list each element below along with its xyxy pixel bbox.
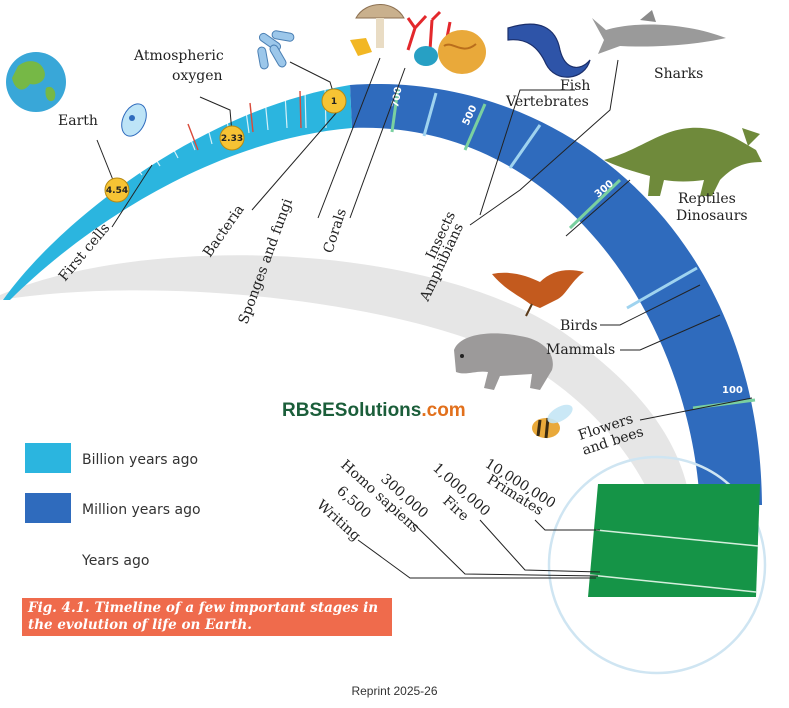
marker-earth-coin [104, 177, 130, 203]
marker-earth-value: 4.54 [106, 186, 128, 196]
watermark-part2: Solutions [334, 400, 422, 421]
figure-caption: Fig. 4.1. Timeline of a few important st… [22, 598, 392, 636]
label-fish: Fish [560, 78, 590, 94]
mushroom-icon [350, 4, 405, 56]
inner-gray-arc [0, 255, 690, 520]
earth-globe-icon [6, 52, 66, 112]
label-dinosaurs: Dinosaurs [676, 208, 748, 224]
dinosaur-icon [604, 127, 762, 196]
bird-icon [492, 270, 584, 317]
marker-bacteria-value: 1 [331, 97, 337, 107]
marker-bacteria-coin [321, 88, 347, 114]
mammal-icon [454, 333, 553, 390]
caption-line-1: Fig. 4.1. Timeline of a few important st… [28, 600, 379, 616]
recent-ticks [589, 529, 759, 593]
label-earth: Earth [58, 113, 98, 129]
coral-icon [406, 10, 486, 74]
recent-circle-outline [547, 455, 767, 675]
marker-oxygen-coin [219, 125, 245, 151]
leader-lines [96, 57, 753, 579]
label-oxygen-1: Atmospheric [133, 48, 224, 64]
legend-swatch-million [25, 493, 71, 523]
label-vertebrates: Vertebrates [505, 94, 589, 110]
million-ticks [390, 87, 756, 410]
bacteria-icon [257, 30, 295, 70]
fish-icon [507, 23, 591, 78]
shark-icon [592, 10, 726, 54]
label-mammals: Mammals [546, 342, 615, 358]
label-corals: Corals [321, 207, 350, 256]
recent-years-block [588, 484, 760, 597]
marker-oxygen-value: 2.33 [221, 134, 243, 144]
label-birds: Birds [560, 318, 598, 334]
legend-label-billion: Billion years ago [82, 452, 199, 468]
watermark: RBSESolutions.com [282, 400, 466, 422]
legend-label-million: Million years ago [82, 502, 201, 518]
tick-700: 700 [390, 86, 404, 109]
bee-icon [532, 404, 573, 439]
red-ticks [187, 90, 302, 151]
first-cell-icon [121, 103, 147, 137]
label-oxygen-2: oxygen [172, 68, 223, 84]
caption-line-2: the evolution of life on Earth. [28, 617, 252, 633]
watermark-part3: .com [421, 400, 466, 421]
tick-100: 100 [722, 385, 743, 396]
watermark-part1: RBSE [282, 400, 335, 421]
footer-reprint: Reprint 2025-26 [351, 684, 438, 698]
legend-swatch-years [25, 544, 71, 574]
billion-years-band [3, 85, 352, 300]
label-bacteria: Bacteria [200, 202, 247, 260]
label-reptiles: Reptiles [678, 191, 736, 207]
legend-label-years: Years ago [82, 553, 150, 569]
legend-swatch-billion [25, 443, 71, 473]
label-sharks: Sharks [654, 66, 703, 82]
million-years-band [350, 84, 762, 505]
